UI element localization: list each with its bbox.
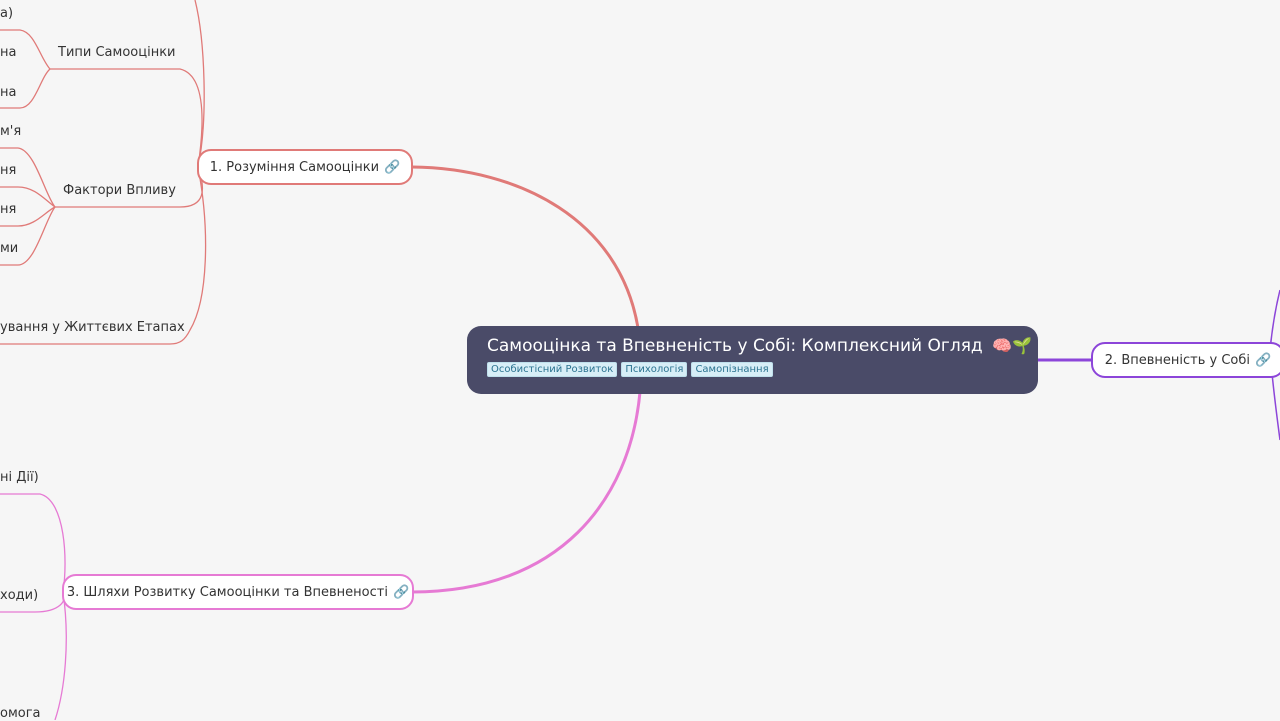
link-icon[interactable]: 🔗 bbox=[1255, 352, 1272, 368]
leaf-item[interactable]: а) bbox=[0, 6, 14, 21]
root-emoji: 🧠🌱 bbox=[992, 336, 1032, 355]
subtopic-life-stages[interactable]: ування у Життєвих Етапах bbox=[0, 320, 185, 335]
branch-2-label: 2. Впевненість у Собі bbox=[1104, 352, 1251, 368]
leaf-item[interactable]: на bbox=[0, 85, 17, 100]
leaf-item[interactable]: ня bbox=[0, 202, 17, 217]
subtopic-factors[interactable]: Фактори Впливу bbox=[63, 183, 176, 198]
leaf-item[interactable]: ня bbox=[0, 163, 17, 178]
tag-psychology[interactable]: Психологія bbox=[621, 362, 688, 377]
leaf-item[interactable]: ми bbox=[0, 241, 19, 256]
root-tags: Особистісний Розвиток Психологія Самопіз… bbox=[487, 362, 1018, 377]
tag-self-knowledge[interactable]: Самопізнання bbox=[691, 362, 773, 377]
root-topic[interactable]: Самооцінка та Впевненість у Собі: Компле… bbox=[467, 326, 1038, 394]
branch-self-confidence[interactable]: 2. Впевненість у Собі 🔗 bbox=[1091, 342, 1280, 378]
branch-understanding-self-esteem[interactable]: 1. Розуміння Самооцінки 🔗 bbox=[197, 149, 413, 185]
link-icon[interactable]: 🔗 bbox=[392, 584, 410, 600]
leaf-item[interactable]: м'я bbox=[0, 124, 22, 139]
leaf-item[interactable]: на bbox=[0, 45, 17, 60]
subtopic-types[interactable]: Типи Самооцінки bbox=[58, 45, 176, 60]
leaf-item[interactable]: ходи) bbox=[0, 588, 39, 603]
root-title-row: Самооцінка та Впевненість у Собі: Компле… bbox=[487, 336, 1032, 356]
branch-development-paths[interactable]: 3. Шляхи Розвитку Самооцінки та Впевнено… bbox=[62, 574, 414, 610]
tag-personal-development[interactable]: Особистісний Розвиток bbox=[487, 362, 618, 377]
branch-1-label: 1. Розуміння Самооцінки bbox=[209, 159, 380, 175]
link-icon[interactable]: 🔗 bbox=[384, 159, 401, 175]
leaf-item[interactable]: омога bbox=[0, 706, 41, 721]
leaf-item[interactable]: ні Дії) bbox=[0, 470, 39, 485]
branch-3-label: 3. Шляхи Розвитку Самооцінки та Впевнено… bbox=[66, 584, 388, 600]
root-title: Самооцінка та Впевненість у Собі: Компле… bbox=[487, 336, 983, 356]
